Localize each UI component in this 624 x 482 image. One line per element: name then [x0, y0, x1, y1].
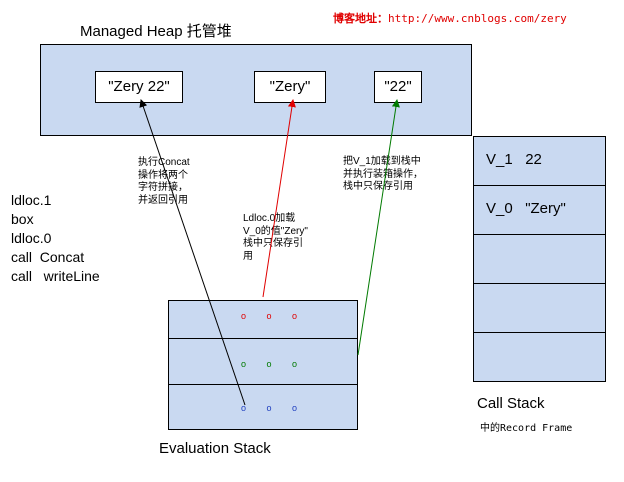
- note-line: 字符拼接，: [138, 182, 188, 193]
- il-instruction: call writeLine: [11, 268, 100, 284]
- note-line: 操作将两个: [138, 169, 188, 181]
- stack-slot-dots: o o o: [241, 311, 307, 321]
- note-line: 栈中只保存引: [243, 238, 303, 249]
- il-instruction: ldloc.0: [11, 230, 52, 246]
- evaluation-stack-row: o o o: [169, 301, 357, 338]
- note-line: 用: [243, 250, 253, 262]
- note-line: 并执行装箱操作，: [343, 168, 423, 180]
- evaluation-stack-row: o o o: [169, 384, 357, 429]
- evaluation-stack-row: o o o: [169, 338, 357, 384]
- note-concat: 执行Concat 操作将两个 字符拼接， 并返回引用: [138, 157, 190, 207]
- call-stack-label: Call Stack: [477, 395, 545, 412]
- note-line: 把V_1加载到栈中: [343, 156, 421, 167]
- evaluation-stack-label: Evaluation Stack: [159, 440, 271, 457]
- evaluation-stack: o o o o o o o o o: [168, 300, 358, 430]
- call-stack-sublabel: 中的Record Frame: [480, 423, 573, 434]
- blog-link[interactable]: 博客地址：http://www.cnblogs.com/zery: [333, 10, 567, 26]
- il-instruction: ldloc.1: [11, 192, 52, 208]
- stack-slot-dots: o o o: [241, 359, 307, 369]
- arrow-ldloc0-to-zery: [262, 99, 296, 298]
- call-stack-row: V_1 22: [474, 137, 605, 185]
- blog-url[interactable]: http://www.cnblogs.com/zery: [388, 12, 567, 25]
- heap-object-zery: "Zery": [254, 71, 326, 103]
- note-line: Ldloc.0加载: [243, 213, 296, 224]
- il-instructions: ldloc.1 box ldloc.0 call Concat call wri…: [11, 191, 100, 286]
- heap-object-zery22: "Zery 22": [95, 71, 183, 103]
- call-stack-row: [474, 332, 605, 381]
- arrow-concat-to-zery22: [139, 99, 246, 406]
- blog-link-label: 博客地址：: [333, 13, 388, 25]
- call-stack: V_1 22 V_0 "Zery": [473, 136, 606, 382]
- il-instruction: call Concat: [11, 249, 85, 265]
- call-stack-row: V_0 "Zery": [474, 185, 605, 234]
- il-instruction: box: [11, 211, 34, 227]
- heap-object-22: "22": [374, 71, 422, 103]
- call-stack-row: [474, 283, 605, 332]
- note-line: 执行Concat: [138, 157, 190, 168]
- note-ldloc0: Ldloc.0加载 V_0的值"Zery" 栈中只保存引 用: [243, 213, 308, 263]
- arrow-ldloc1-to-22: [357, 99, 400, 356]
- call-stack-entry: V_1 22: [486, 151, 542, 168]
- note-line: 栈中只保存引用: [343, 181, 413, 192]
- stack-slot-dots: o o o: [241, 403, 307, 413]
- heap-title: Managed Heap 托管堆: [80, 23, 232, 40]
- call-stack-row: [474, 234, 605, 283]
- note-line: 并返回引用: [138, 194, 188, 206]
- call-stack-entry: V_0 "Zery": [486, 200, 566, 217]
- note-line: V_0的值"Zery": [243, 225, 308, 237]
- note-ldloc1: 把V_1加载到栈中 并执行装箱操作， 栈中只保存引用: [343, 156, 423, 194]
